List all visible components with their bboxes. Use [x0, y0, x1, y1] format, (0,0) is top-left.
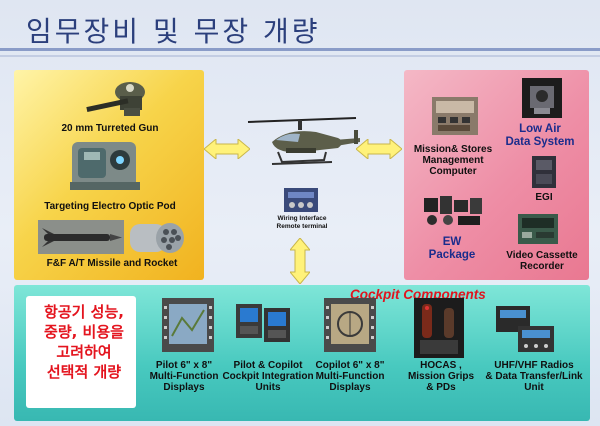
cockpit-integration-label: Pilot & Copilot Cockpit Integration Unit…	[222, 360, 314, 393]
copilot-mfd-label: Copilot 6" x 8" Multi-Function Displays	[315, 360, 385, 393]
pilot-mfd-image	[162, 298, 214, 352]
missile-image	[38, 220, 124, 254]
ew-package-label: EW Package	[428, 236, 476, 261]
left-double-arrow-icon	[204, 139, 250, 159]
mission-computer-image	[432, 97, 478, 135]
egi-image	[532, 156, 556, 188]
video-recorder-image	[518, 214, 558, 244]
wiring-interface-label: Wiring Interface Remote terminal	[276, 215, 328, 230]
targeting-pod-image	[70, 142, 140, 190]
cockpit-integration-image	[236, 304, 290, 342]
title-divider	[0, 48, 600, 51]
right-double-arrow-icon	[356, 139, 402, 159]
air-data-system-image	[522, 78, 562, 118]
missile-rocket-label: F&F A/T Missile and Rocket	[46, 258, 178, 269]
hocas-label: HOCAS , Mission Grips & PDs	[407, 360, 475, 393]
radios-image	[496, 306, 554, 352]
ew-package-image	[424, 196, 482, 225]
mission-computer-label: Mission& Stores Management Computer	[413, 144, 493, 177]
page-title: 임무장비 및 무장 개량	[26, 15, 321, 48]
wiring-interface-image	[284, 188, 318, 212]
title-divider-thin	[0, 55, 600, 57]
targeting-pod-label: Targeting Electro Optic Pod	[44, 201, 176, 212]
egi-label: EGI	[535, 192, 553, 203]
turreted-gun-label: 20 mm Turreted Gun	[61, 123, 159, 134]
note-box	[26, 296, 136, 408]
turreted-gun-image	[86, 82, 145, 116]
pilot-mfd-label: Pilot 6" x 8" Multi-Function Displays	[149, 360, 219, 393]
upgrade-note: 항공기 성능, 중량, 비용을 고려하여 선택적 개량	[44, 303, 124, 381]
vertical-double-arrow-icon	[290, 238, 310, 284]
air-data-system-label: Low Air Data System	[505, 123, 575, 148]
helicopter-image	[247, 117, 360, 165]
hocas-image	[414, 298, 464, 358]
video-recorder-label: Video Cassette Recorder	[506, 250, 578, 272]
rocket-pod-image	[130, 223, 184, 253]
copilot-mfd-image	[324, 298, 376, 352]
radios-label: UHF/VHF Radios & Data Transfer/Link Unit	[485, 360, 583, 393]
